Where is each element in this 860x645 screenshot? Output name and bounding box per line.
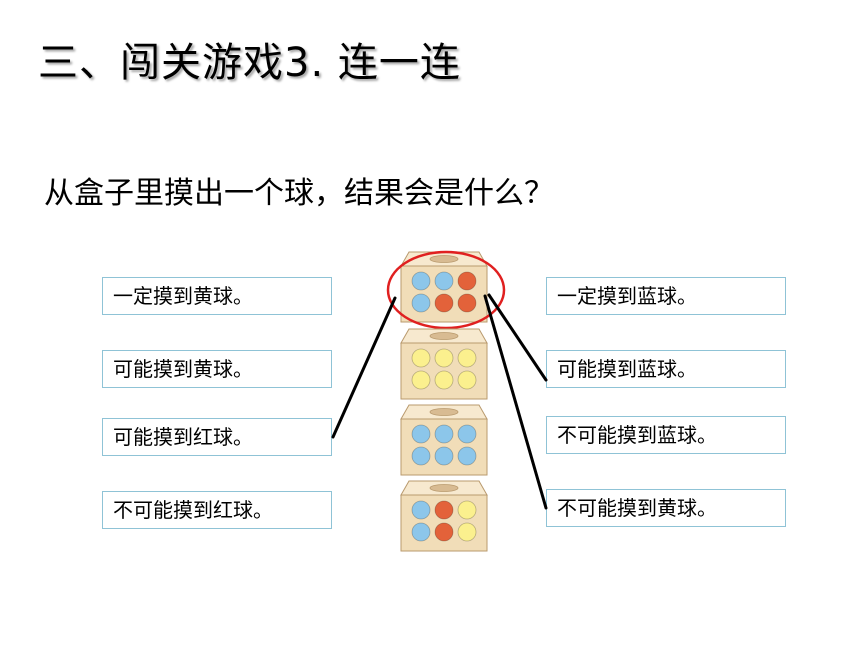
page-title: 三、闯关游戏3. 连一连 [38, 40, 461, 86]
ball-yellow [457, 522, 477, 542]
ball-blue [411, 293, 431, 313]
ball-red [434, 500, 454, 520]
option-right-2[interactable]: 可能摸到蓝球。 [546, 350, 786, 388]
ball-yellow [411, 370, 431, 390]
ball-blue [411, 500, 431, 520]
ball-blue [434, 271, 454, 291]
ball-box-1 [386, 250, 506, 330]
ball-blue [434, 424, 454, 444]
highlight-circle [386, 250, 506, 330]
ball-red [434, 293, 454, 313]
lid-hole [429, 408, 459, 416]
lid-hole [429, 484, 459, 492]
ball-blue [411, 446, 431, 466]
ball-blue [434, 446, 454, 466]
ball-red [434, 522, 454, 542]
ball-yellow [457, 348, 477, 368]
question-text: 从盒子里摸出一个球，结果会是什么？ [44, 176, 554, 211]
option-left-1[interactable]: 一定摸到黄球。 [102, 277, 332, 315]
connection-line-2 [487, 293, 548, 382]
ball-box-4 [400, 480, 488, 552]
option-right-1[interactable]: 一定摸到蓝球。 [546, 277, 786, 315]
option-left-4[interactable]: 不可能摸到红球。 [102, 491, 332, 529]
connection-line-3 [483, 294, 548, 510]
ball-yellow [457, 500, 477, 520]
ball-blue [457, 446, 477, 466]
ball-blue [411, 522, 431, 542]
ball-yellow [434, 348, 454, 368]
ball-box-2 [400, 328, 488, 400]
lid-hole [429, 332, 459, 340]
option-left-3[interactable]: 可能摸到红球。 [102, 418, 332, 456]
ball-box-3 [400, 404, 488, 476]
lid-hole [429, 255, 459, 263]
ball-yellow [411, 348, 431, 368]
ball-blue [411, 271, 431, 291]
option-right-4[interactable]: 不可能摸到黄球。 [546, 489, 786, 527]
ball-yellow [434, 370, 454, 390]
option-left-2[interactable]: 可能摸到黄球。 [102, 350, 332, 388]
option-right-3[interactable]: 不可能摸到蓝球。 [546, 416, 786, 454]
ball-blue [411, 424, 431, 444]
connection-line-1 [331, 296, 397, 439]
ball-red [457, 271, 477, 291]
ball-red [457, 293, 477, 313]
ball-blue [457, 424, 477, 444]
ball-yellow [457, 370, 477, 390]
